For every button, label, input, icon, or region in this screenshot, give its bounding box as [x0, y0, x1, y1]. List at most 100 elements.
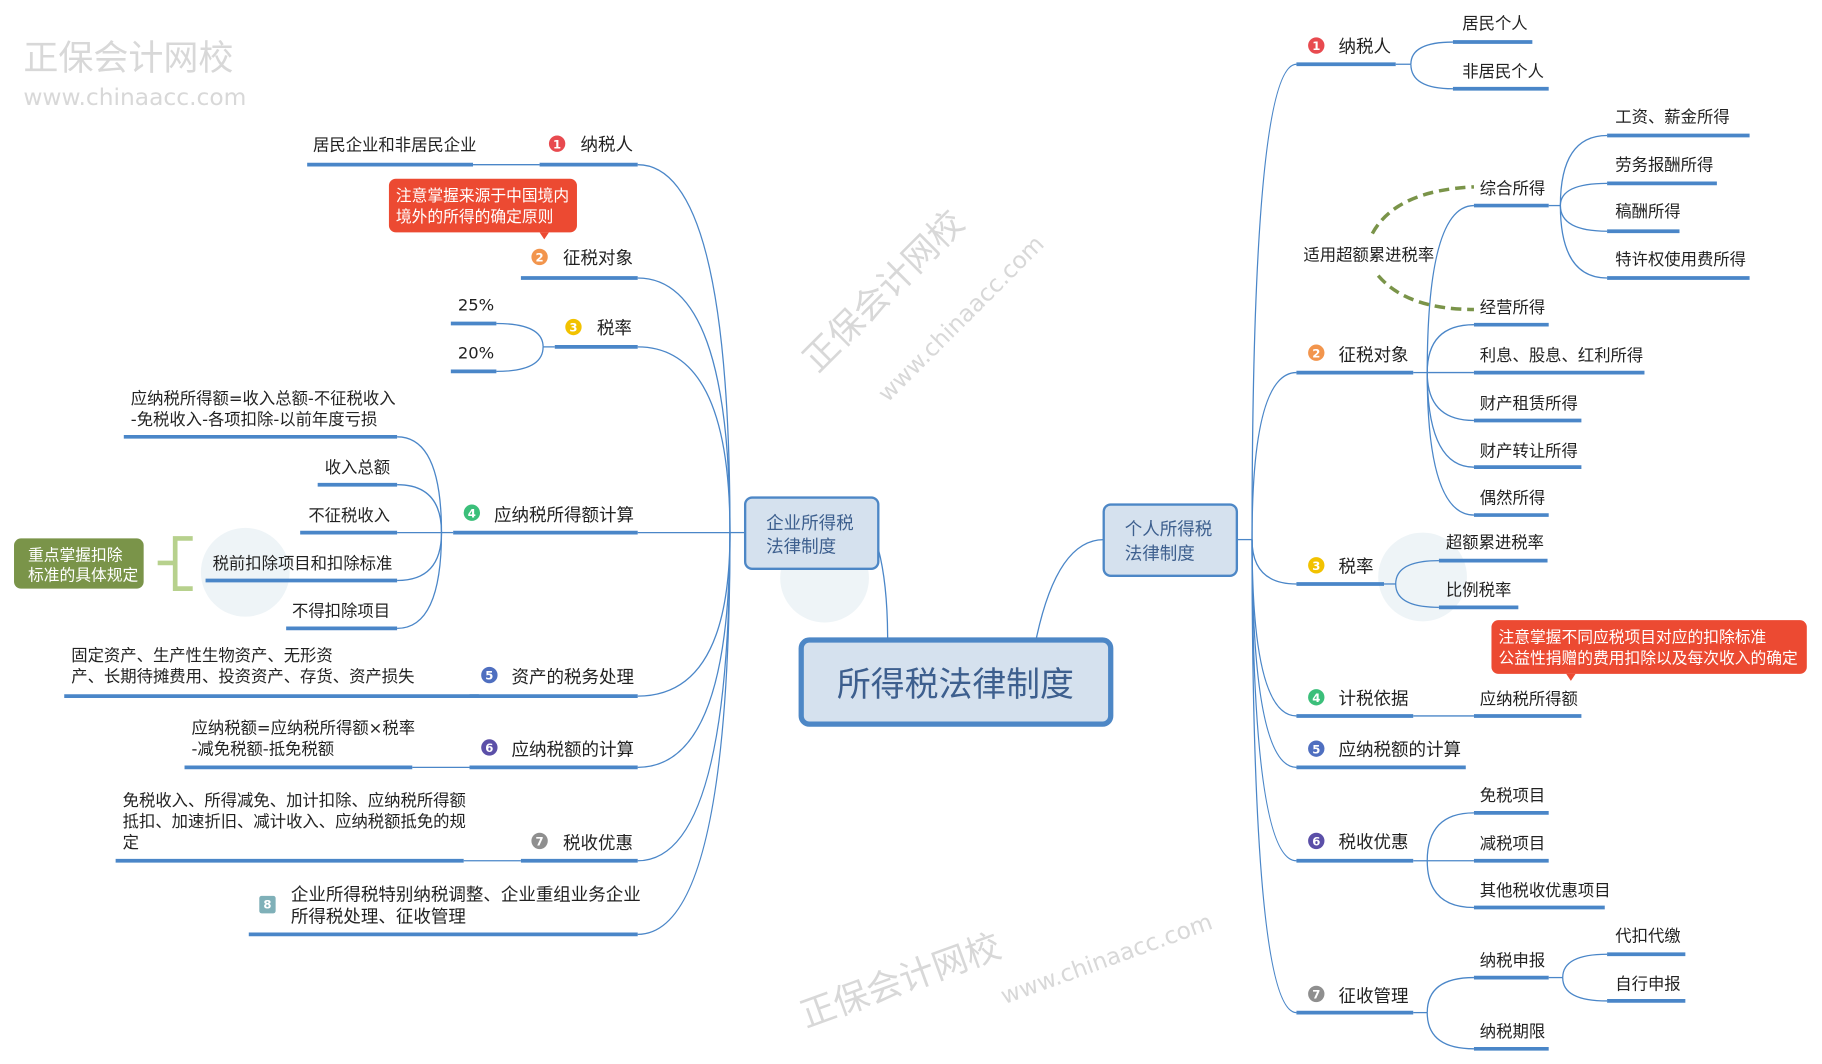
detail-line[interactable]: 定	[123, 833, 139, 852]
branch-connector	[1395, 559, 1439, 585]
e-branch-taxable-income[interactable]: 4 应纳税所得额计算	[463, 504, 634, 526]
branch-connector	[1426, 860, 1474, 909]
individual-tax-node[interactable]: 个人所得税 法律制度	[1102, 503, 1239, 577]
i-branch-collection[interactable]: 7 征收管理	[1308, 985, 1408, 1007]
leaf-node[interactable]: 收入总额	[325, 458, 390, 477]
leaf-node[interactable]: 比例税率	[1446, 581, 1511, 600]
badge-num: 5	[485, 669, 493, 683]
leaf-node[interactable]: 工资、薪金所得	[1615, 108, 1729, 127]
detail-line[interactable]: -减免税额-抵免税额	[192, 739, 335, 758]
leaf-node[interactable]: 自行申报	[1615, 974, 1680, 993]
root-node[interactable]: 所得税法律制度	[798, 637, 1114, 727]
detail-line[interactable]: 免税收入、所得减免、加计扣除、应纳税所得额	[123, 791, 466, 810]
branch-connector	[1251, 371, 1297, 540]
i-branch-rate[interactable]: 3 税率	[1308, 557, 1373, 577]
badge-num: 3	[569, 321, 577, 335]
formula-line[interactable]: 应纳税所得额=收入总额-不征税收入	[131, 389, 396, 408]
i-branch-tax-basis[interactable]: 4 计税依据	[1308, 689, 1408, 709]
number-6-icon	[481, 739, 498, 756]
i-branch-incentives[interactable]: 6 税收优惠	[1308, 832, 1408, 853]
enterprise-tax-node[interactable]: 企业所得税 法律制度	[743, 496, 880, 570]
badge-num: 6	[1312, 835, 1320, 849]
branch-connector	[1251, 539, 1297, 768]
leaf-node[interactable]: 偶然所得	[1480, 488, 1545, 507]
e-branch-rate[interactable]: 3 税率	[565, 318, 632, 339]
leaf-node[interactable]: 其他税收优惠项目	[1480, 881, 1611, 900]
branch-connector	[637, 346, 731, 533]
leaf-node[interactable]: 不征税收入	[308, 506, 390, 525]
detail-line[interactable]: 抵扣、加速折旧、减计收入、应纳税额抵免的规	[123, 812, 466, 831]
leaf-node[interactable]: 免税项目	[1480, 786, 1545, 805]
watermark-text: 正保会计网校	[23, 38, 233, 79]
callout-source-principle: 注意掌握来源于中国境内 境外的所得的确定原则	[388, 178, 577, 240]
e-branch-tax-payable[interactable]: 6 应纳税额的计算	[481, 739, 634, 761]
leaf-node[interactable]: 利息、股息、红利所得	[1480, 346, 1643, 365]
leaf-node[interactable]: 居民个人	[1462, 14, 1527, 33]
i-branch-tax-object[interactable]: 2 征税对象	[1308, 344, 1408, 366]
branch-label: 征收管理	[1338, 987, 1408, 1007]
leaf-node[interactable]: 应纳税所得额	[1480, 689, 1578, 708]
branch-connector	[1426, 372, 1474, 422]
branch-connector	[1426, 1012, 1474, 1050]
branch-label: 纳税人	[1338, 38, 1391, 58]
leaf-node[interactable]: 纳税申报	[1480, 951, 1545, 970]
leaf-node[interactable]: 超额累进税率	[1446, 533, 1544, 552]
leaf-node[interactable]: 非居民个人	[1462, 62, 1544, 81]
watermark-text: 正保会计网校	[795, 203, 973, 381]
branch-connector	[1426, 324, 1474, 373]
leaf-node[interactable]: 经营所得	[1480, 298, 1545, 317]
badge-num: 3	[1312, 559, 1320, 573]
branch-connector	[637, 532, 731, 936]
branch-connector	[1426, 976, 1474, 1013]
leaf-node[interactable]: 综合所得	[1480, 179, 1545, 198]
watermark-text: 正保会计网校	[795, 926, 1006, 1036]
branch-label: 企业所得税特别纳税调整、企业重组业务企业	[291, 885, 641, 905]
leaf-node[interactable]: 财产转让所得	[1480, 442, 1578, 461]
e-branch-assets[interactable]: 5 资产的税务处理	[481, 666, 634, 688]
branch-connector	[637, 532, 731, 862]
number-5-icon	[1308, 740, 1325, 757]
watermark-url: www.chinaacc.com	[997, 907, 1216, 1010]
leaf-node[interactable]: 稿酬所得	[1615, 202, 1680, 221]
bracket-icon	[157, 536, 193, 591]
branch-connector	[637, 164, 731, 533]
branch-label: 征税对象	[563, 249, 633, 269]
leaf-node[interactable]: 财产租赁所得	[1480, 394, 1578, 413]
branch-connector	[1251, 539, 1297, 585]
branch-connector	[1559, 205, 1608, 279]
e-branch-special-adjustment[interactable]: 8 企业所得税特别纳税调整、企业重组业务企业 所得税处理、征收管理	[259, 885, 641, 928]
badge-num: 6	[485, 741, 493, 755]
leaf-node[interactable]: 纳税期限	[1480, 1022, 1545, 1041]
branch-connector	[1562, 953, 1608, 978]
detail-line[interactable]: 产、长期待摊费用、投资资产、存货、资产损失	[71, 667, 414, 686]
detail-line[interactable]: 固定资产、生产性生物资产、无形资	[71, 646, 333, 665]
leaf-node[interactable]: 减税项目	[1480, 834, 1545, 853]
branch-connector	[1559, 205, 1608, 232]
branch-connector	[1562, 977, 1608, 1002]
number-3-icon	[1308, 557, 1325, 574]
leaf-node[interactable]: 25%	[458, 296, 494, 315]
detail-line[interactable]: 应纳税额=应纳税所得额×税率	[192, 718, 416, 737]
branch-label: 税收优惠	[563, 834, 633, 854]
enterprise-title-line: 企业所得税	[766, 514, 854, 534]
branch-connector	[1410, 41, 1453, 65]
leaf-node[interactable]: 居民企业和非居民企业	[313, 136, 476, 155]
leaf-node[interactable]: 税前扣除项目和扣除标准	[213, 554, 393, 573]
branch-connector	[1251, 63, 1297, 540]
leaf-node[interactable]: 劳务报酬所得	[1615, 156, 1713, 175]
callout-line: 境外的所得的确定原则	[396, 207, 554, 226]
e-branch-incentives[interactable]: 7 税收优惠	[531, 832, 633, 854]
i-branch-taxpayer[interactable]: 1 纳税人	[1308, 37, 1391, 58]
enterprise-title-line: 法律制度	[766, 537, 836, 557]
e-branch-taxpayer[interactable]: 1 纳税人	[548, 135, 633, 156]
badge-num: 8	[263, 898, 271, 912]
leaf-node[interactable]: 20%	[458, 344, 494, 363]
leaf-node[interactable]: 特许权使用费所得	[1615, 250, 1746, 269]
leaf-node[interactable]: 代扣代缴	[1615, 926, 1680, 945]
progressive-rate-note: 适用超额累进税率	[1303, 245, 1434, 264]
formula-line[interactable]: -免税收入-各项扣除-以前年度亏损	[131, 410, 378, 429]
leaf-node[interactable]: 不得扣除项目	[292, 602, 390, 621]
e-branch-tax-object[interactable]: 2 征税对象	[531, 248, 633, 269]
i-branch-tax-payable[interactable]: 5 应纳税额的计算	[1308, 740, 1461, 761]
